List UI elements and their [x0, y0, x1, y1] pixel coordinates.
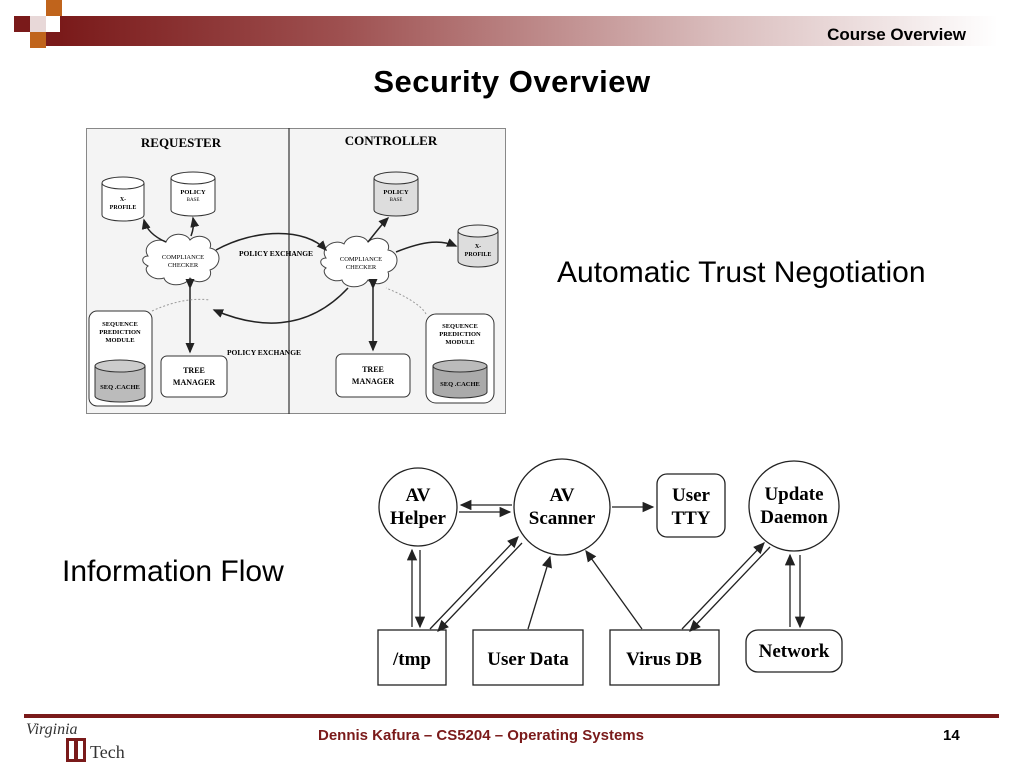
- update-daemon-node: Update Daemon: [748, 460, 840, 552]
- footer-divider: [24, 714, 999, 718]
- user-tty-node: User TTY: [656, 473, 726, 538]
- svg-text:MANAGER: MANAGER: [173, 378, 215, 387]
- decor-square-1: [14, 16, 30, 32]
- svg-text:TTY: TTY: [671, 508, 710, 529]
- footer-text: Dennis Kafura – CS5204 – Operating Syste…: [318, 727, 644, 744]
- svg-text:CHECKER: CHECKER: [346, 264, 377, 271]
- controller-sequence-prediction-module: SEQUENCE PREDICTION MODULE SEQ .CACHE: [425, 313, 495, 404]
- controller-x-profile-db: X- PROFILE: [457, 224, 499, 268]
- svg-text:X-: X-: [120, 197, 126, 203]
- svg-text:PROFILE: PROFILE: [110, 205, 137, 211]
- svg-text:COMPLIANCE: COMPLIANCE: [340, 256, 382, 263]
- svg-text:Virginia: Virginia: [26, 721, 78, 738]
- policy-exchange-top-label: POLICY EXCHANGE: [239, 249, 313, 258]
- svg-text:AV: AV: [406, 485, 431, 506]
- decor-square-4: [46, 32, 60, 46]
- info-flow-diagram: AV Helper AV Scanner User TTY Update Dae…: [377, 458, 843, 686]
- requester-compliance-checker: COMPLIANCE CHECKER: [142, 233, 220, 286]
- svg-text:COMPLIANCE: COMPLIANCE: [162, 254, 204, 261]
- controller-tree-manager: TREE MANAGER: [335, 353, 411, 398]
- slide-title: Security Overview: [373, 64, 651, 99]
- decor-square-2: [46, 0, 62, 16]
- requester-sequence-prediction-module: SEQUENCE PREDICTION MODULE SEQ .CACHE: [88, 310, 153, 407]
- user-data-node: User Data: [472, 629, 584, 686]
- virginia-tech-logo: Virginia Tech: [26, 721, 125, 762]
- av-helper-node: AV Helper: [378, 467, 458, 547]
- atn-caption: Automatic Trust Negotiation: [557, 256, 926, 289]
- svg-text:X-: X-: [475, 244, 481, 250]
- virus-db-node: Virus DB: [609, 629, 720, 686]
- page-number: 14: [943, 727, 960, 744]
- svg-text:MODULE: MODULE: [445, 339, 474, 346]
- svg-text:PREDICTION: PREDICTION: [439, 331, 481, 338]
- svg-text:SEQ .CACHE: SEQ .CACHE: [100, 384, 140, 391]
- svg-text:MODULE: MODULE: [105, 337, 134, 344]
- policy-exchange-bottom-label: POLICY EXCHANGE: [227, 348, 301, 357]
- info-flow-caption: Information Flow: [62, 555, 284, 588]
- decor-square-3: [30, 32, 46, 48]
- svg-text:PREDICTION: PREDICTION: [99, 329, 141, 336]
- svg-text:User Data: User Data: [487, 649, 569, 670]
- svg-text:TREE: TREE: [362, 365, 384, 374]
- svg-text:SEQUENCE: SEQUENCE: [102, 321, 138, 328]
- svg-text:POLICY: POLICY: [383, 189, 409, 196]
- requester-x-profile-db: X- PROFILE: [101, 176, 145, 222]
- controller-label: CONTROLLER: [345, 133, 438, 148]
- requester-label: REQUESTER: [141, 135, 222, 150]
- svg-text:Network: Network: [759, 641, 830, 662]
- svg-text:Daemon: Daemon: [760, 507, 828, 528]
- svg-text:Update: Update: [764, 484, 823, 505]
- svg-text:Helper: Helper: [390, 508, 446, 529]
- svg-text:AV: AV: [550, 485, 575, 506]
- svg-text:BASE: BASE: [390, 198, 403, 203]
- svg-text:Scanner: Scanner: [529, 508, 596, 529]
- svg-text:/tmp: /tmp: [392, 649, 431, 670]
- svg-text:User: User: [672, 485, 711, 506]
- svg-text:SEQ .CACHE: SEQ .CACHE: [440, 381, 480, 388]
- svg-text:TREE: TREE: [183, 366, 205, 375]
- svg-text:SEQUENCE: SEQUENCE: [442, 323, 478, 330]
- requester-policy-base-db: POLICY BASE: [170, 171, 216, 217]
- decor-square-5: [30, 16, 46, 32]
- svg-text:BASE: BASE: [187, 198, 200, 203]
- svg-text:CHECKER: CHECKER: [168, 262, 199, 269]
- av-scanner-node: AV Scanner: [513, 458, 611, 556]
- section-label: Course Overview: [827, 25, 966, 44]
- svg-text:Tech: Tech: [90, 742, 125, 762]
- atn-diagram: REQUESTER CONTROLLER X- PROFILE POLICY B…: [86, 128, 506, 414]
- network-node: Network: [745, 629, 843, 673]
- controller-policy-base-db: POLICY BASE: [373, 171, 419, 217]
- requester-tree-manager: TREE MANAGER: [160, 355, 228, 398]
- svg-text:Virus DB: Virus DB: [626, 649, 702, 670]
- svg-text:POLICY: POLICY: [180, 189, 206, 196]
- header-banner: [60, 16, 998, 46]
- svg-text:MANAGER: MANAGER: [352, 377, 394, 386]
- tmp-node: /tmp: [377, 629, 447, 686]
- svg-text:PROFILE: PROFILE: [465, 252, 492, 258]
- controller-compliance-checker: COMPLIANCE CHECKER: [320, 235, 398, 288]
